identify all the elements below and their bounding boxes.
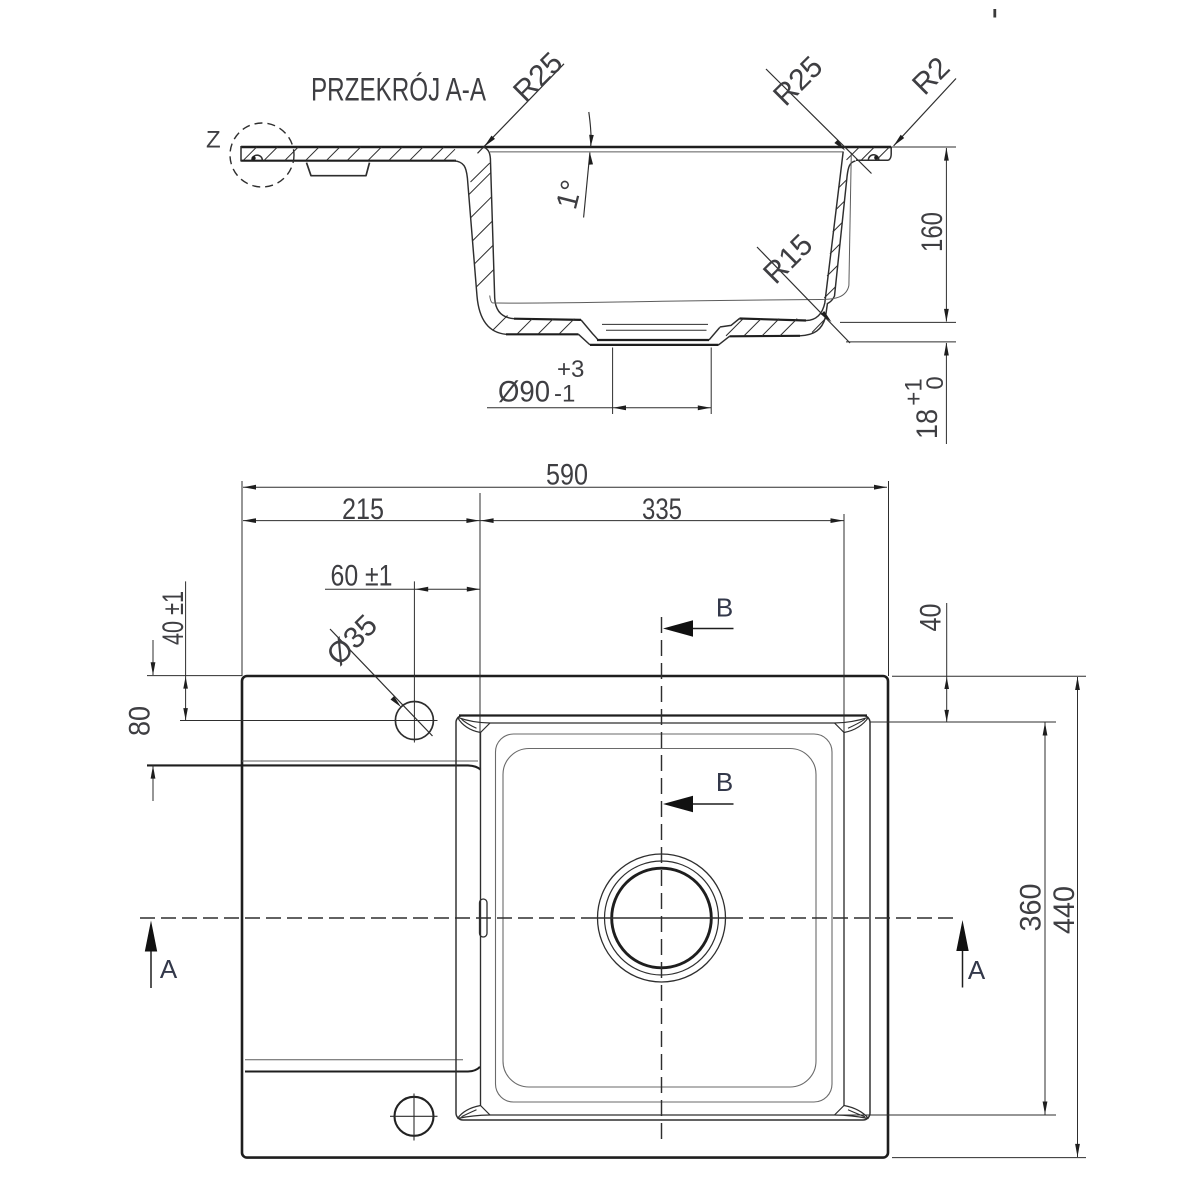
svg-text:-1: -1 bbox=[554, 381, 575, 408]
svg-text:160: 160 bbox=[916, 212, 949, 252]
svg-text:40: 40 bbox=[915, 604, 948, 632]
svg-text:0: 0 bbox=[922, 376, 949, 389]
svg-text:360: 360 bbox=[1015, 884, 1048, 932]
svg-text:B: B bbox=[716, 593, 733, 623]
svg-text:Ø90: Ø90 bbox=[498, 376, 550, 409]
svg-text:+1: +1 bbox=[901, 378, 928, 405]
svg-text:40 ±1: 40 ±1 bbox=[157, 591, 190, 645]
svg-text:440: 440 bbox=[1048, 886, 1081, 934]
svg-text:335: 335 bbox=[642, 493, 682, 526]
svg-text:Z: Z bbox=[206, 127, 221, 154]
svg-text:B: B bbox=[716, 767, 733, 797]
svg-text:80: 80 bbox=[124, 706, 157, 736]
svg-text:A: A bbox=[160, 954, 178, 984]
svg-text:PRZEKRÓJ A-A: PRZEKRÓJ A-A bbox=[311, 72, 486, 108]
svg-text:215: 215 bbox=[342, 493, 384, 526]
svg-text:60 ±1: 60 ±1 bbox=[331, 560, 393, 593]
svg-text:A: A bbox=[968, 955, 986, 985]
svg-text:18: 18 bbox=[911, 409, 944, 439]
svg-text:+3: +3 bbox=[557, 356, 584, 383]
svg-text:590: 590 bbox=[546, 459, 588, 492]
